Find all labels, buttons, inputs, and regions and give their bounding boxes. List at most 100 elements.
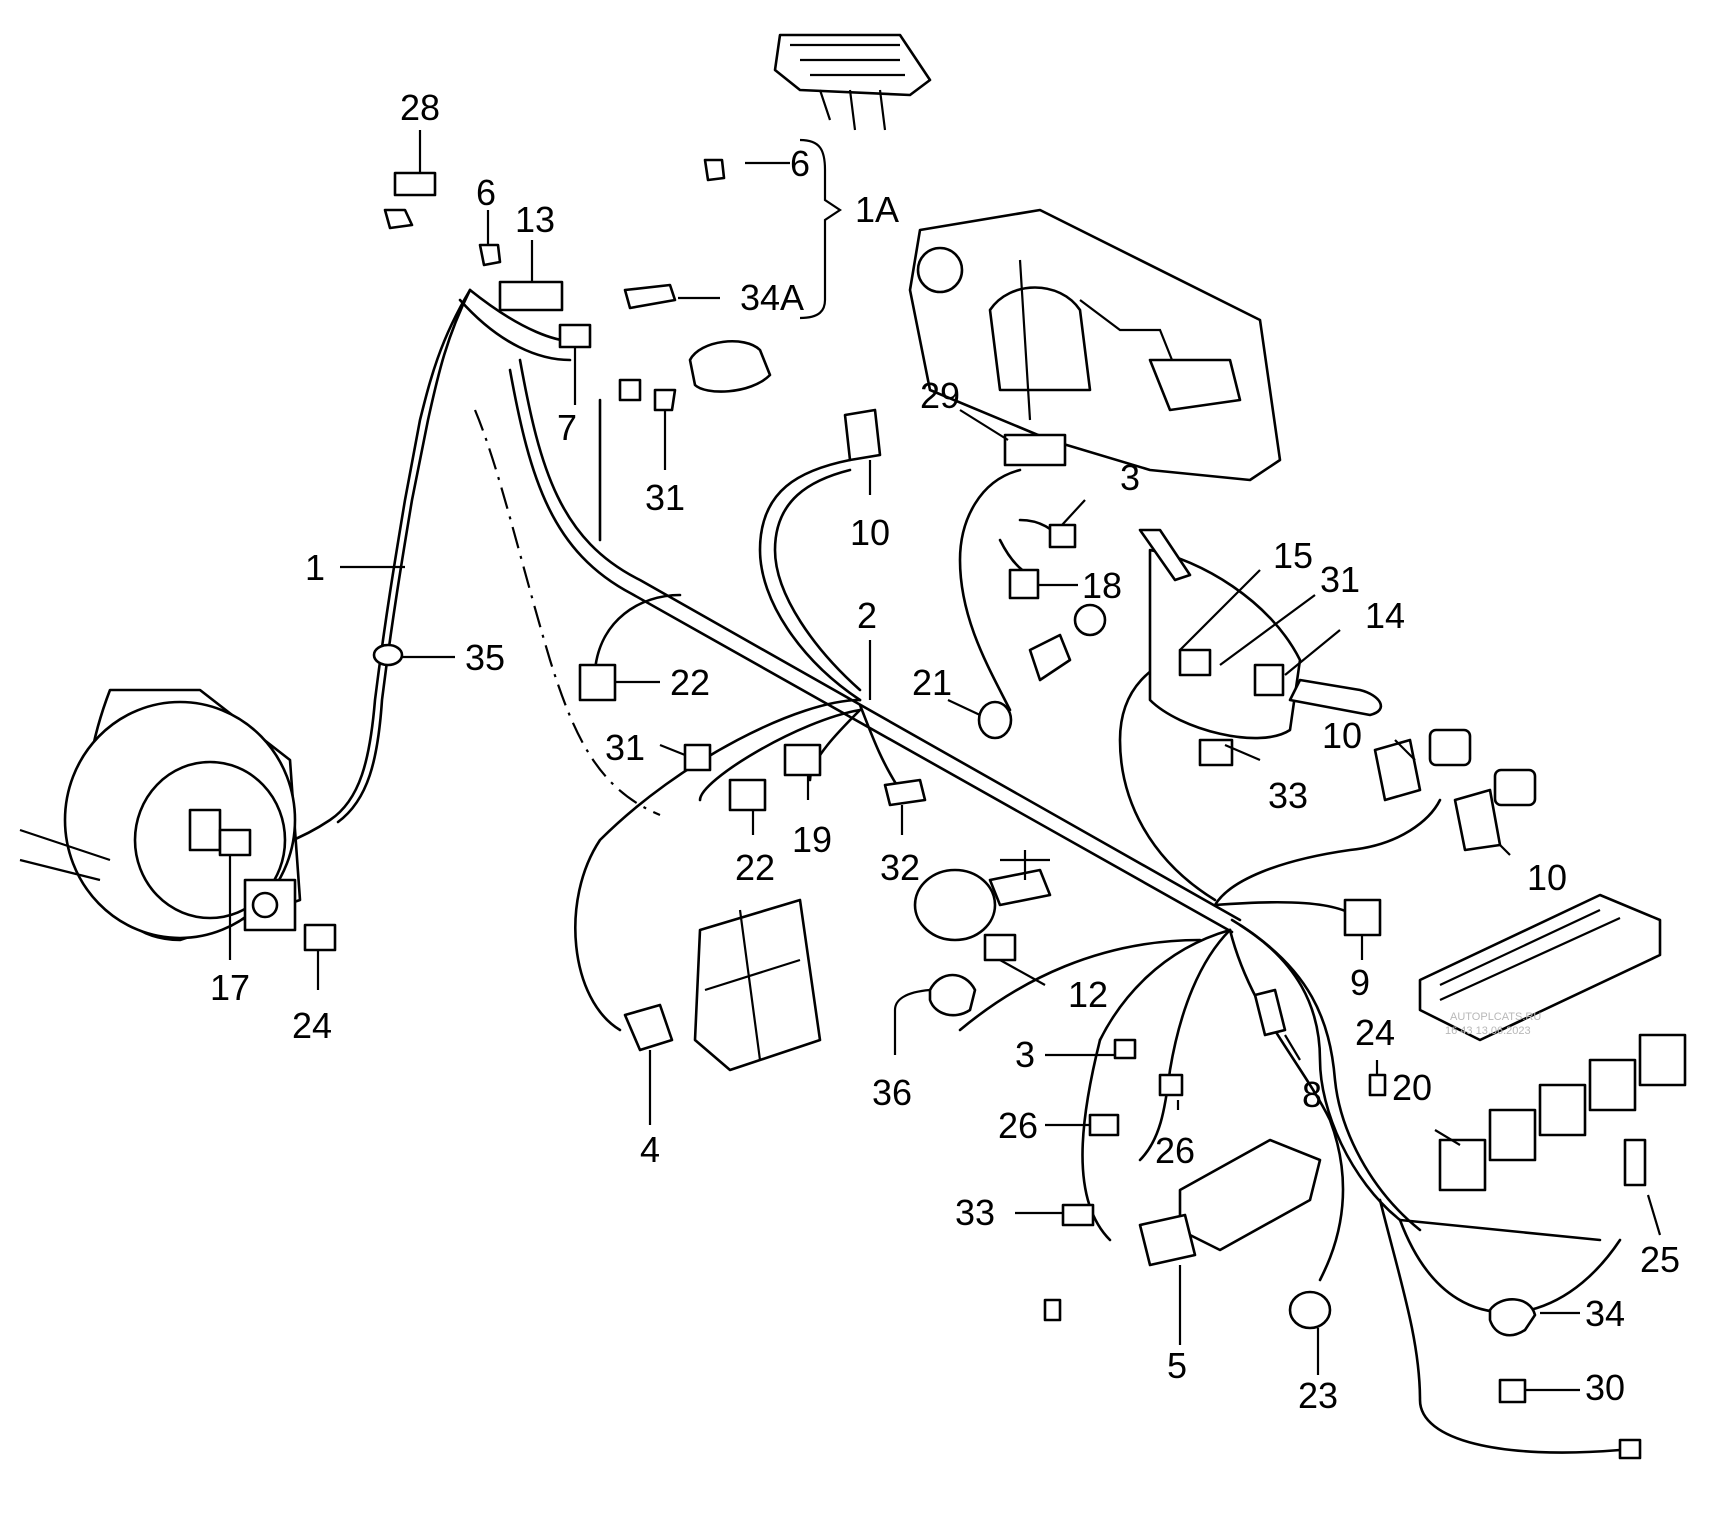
terminal-28b [383, 208, 414, 230]
connector-22b [728, 778, 767, 812]
callout-34: 34 [1585, 1293, 1625, 1334]
callout-31: 31 [1320, 559, 1360, 600]
key [1073, 603, 1107, 637]
clip-30 [1498, 1378, 1527, 1404]
leader-lines [228, 130, 1662, 1392]
callout-numbers: 28 6 13 6 1A 34A 7 31 10 29 3 18 15 31 1… [210, 87, 1680, 1416]
connector-18 [1008, 568, 1040, 600]
fuse-relay-panel [1418, 893, 1662, 1042]
bulb-6a [478, 243, 502, 267]
callout-26: 26 [998, 1105, 1038, 1146]
connector-25 [1623, 1138, 1647, 1187]
callout-10: 10 [1322, 715, 1362, 756]
callout-3: 3 [1120, 457, 1140, 498]
callout-28: 28 [400, 87, 440, 128]
control-unit [1178, 1138, 1322, 1252]
callout-22: 22 [670, 662, 710, 703]
callout-32: 32 [880, 847, 920, 888]
callout-30: 30 [1585, 1367, 1625, 1408]
clip-31c [683, 743, 712, 772]
connector-7 [558, 323, 592, 349]
module-4 [693, 898, 822, 1072]
callout-20: 20 [1392, 1067, 1432, 1108]
connector-22a [578, 663, 617, 702]
callout-19: 19 [792, 819, 832, 860]
connector-26a [1088, 1113, 1120, 1137]
watermark-line1: AUTOPLCATS.RU [1450, 1011, 1541, 1023]
connector-33a [1198, 738, 1234, 767]
callout-24: 24 [292, 1005, 332, 1046]
connector-9 [1343, 898, 1382, 937]
connector-10a [843, 408, 882, 462]
callout-35: 35 [465, 637, 505, 678]
connector-10b [1373, 738, 1422, 802]
callout-22: 22 [735, 847, 775, 888]
connector-3b [1113, 1038, 1137, 1060]
grommet-35 [372, 643, 404, 667]
connector-29 [1003, 433, 1067, 467]
relay-20d [1588, 1058, 1637, 1112]
callout-31: 31 [605, 727, 645, 768]
relay-20e [1638, 1033, 1687, 1087]
connector-13 [498, 280, 564, 312]
connector-24b [1368, 1073, 1387, 1097]
connector-21 [977, 700, 1013, 740]
callout-13: 13 [515, 199, 555, 240]
callout-36: 36 [872, 1072, 912, 1113]
connector-28 [393, 171, 437, 197]
connector-4 [623, 1003, 674, 1052]
terminal-end [1618, 1438, 1642, 1460]
callout-8: 8 [1302, 1074, 1322, 1115]
connector-32 [883, 778, 927, 807]
connector-10c [1453, 788, 1502, 852]
terminal-33b [1043, 1298, 1062, 1322]
callout-33: 33 [1268, 775, 1308, 816]
dashdot-route [473, 409, 661, 817]
callout-1A: 1A [855, 189, 899, 230]
relay-20b [1488, 1108, 1537, 1162]
connector-5 [1138, 1213, 1197, 1267]
callout-24: 24 [1355, 1012, 1395, 1053]
callout-7: 7 [557, 407, 577, 448]
connector-19 [783, 743, 822, 777]
starter-motor [19, 688, 302, 942]
harness-wires [248, 288, 1622, 1454]
callout-2: 2 [857, 595, 877, 636]
cigar-lighter [688, 339, 772, 393]
bulb-6b [703, 158, 726, 182]
ignition-lock [1028, 633, 1072, 682]
relay-20a [1438, 1138, 1487, 1192]
callout-6: 6 [790, 143, 810, 184]
callout-1: 1 [305, 547, 325, 588]
socket-34 [1488, 1298, 1537, 1337]
connector-12 [983, 933, 1017, 962]
callout-10: 10 [1527, 857, 1567, 898]
callout-12: 12 [1068, 974, 1108, 1015]
callout-18: 18 [1082, 565, 1122, 606]
callout-14: 14 [1365, 595, 1405, 636]
callout-15: 15 [1273, 535, 1313, 576]
watermark: AUTOPLCATS.RU 16 43 13.06.2023 [1445, 1011, 1541, 1037]
watermark-line2: 16 43 13.06.2023 [1445, 1025, 1531, 1037]
clip-31a [653, 388, 677, 412]
connector-33b [1061, 1203, 1095, 1227]
callout-34A: 34A [740, 277, 804, 318]
callout-21: 21 [912, 662, 952, 703]
callout-6: 6 [476, 172, 496, 213]
callout-10: 10 [850, 512, 890, 553]
callout-5: 5 [1167, 1345, 1187, 1386]
callout-25: 25 [1640, 1239, 1680, 1280]
relay-20c [1538, 1083, 1587, 1137]
callout-29: 29 [920, 375, 960, 416]
callout-9: 9 [1350, 962, 1370, 1003]
connector-24a [303, 923, 337, 952]
connector-3a [1048, 523, 1077, 549]
callout-3: 3 [1015, 1034, 1035, 1075]
sensor-23 [1288, 1290, 1332, 1330]
callout-23: 23 [1298, 1375, 1338, 1416]
callout-31: 31 [645, 477, 685, 518]
callout-33: 33 [955, 1192, 995, 1233]
connector-8 [1253, 988, 1287, 1037]
callout-4: 4 [640, 1129, 660, 1170]
